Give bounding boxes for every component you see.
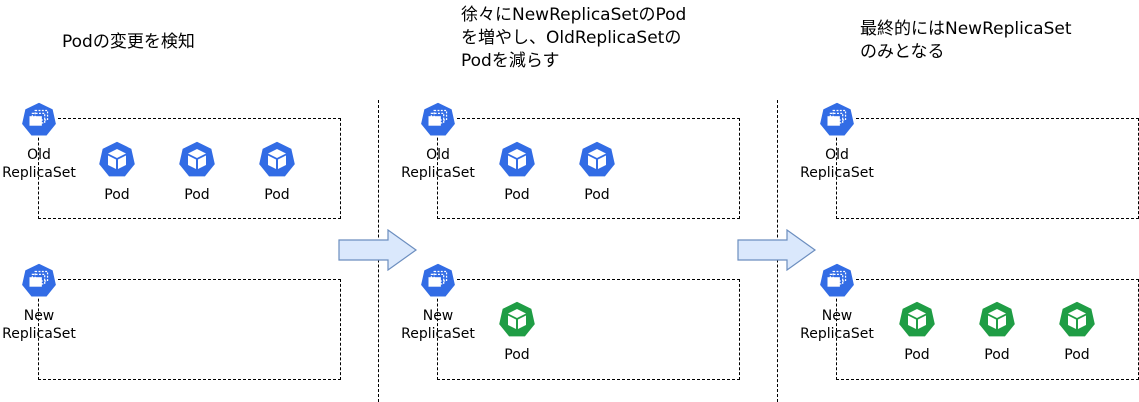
pod-label: Pod	[504, 347, 530, 363]
new-replicaset-label: New ReplicaSet	[2, 308, 76, 342]
pod-label: Pod	[264, 187, 290, 203]
pod-icon	[1057, 300, 1097, 340]
pod-label: Pod	[1064, 347, 1090, 363]
old-replicaset-label: Old ReplicaSet	[401, 147, 475, 181]
pod-label: Pod	[104, 187, 130, 203]
replicaset-icon	[818, 101, 856, 139]
stage-3-title: 最終的にはNewReplicaSet のみとなる	[860, 19, 1072, 62]
new-replicaset-label: New ReplicaSet	[800, 308, 874, 342]
pod-icon	[97, 140, 137, 180]
pod-icon	[577, 140, 617, 180]
transition-arrow-icon	[737, 229, 817, 271]
transition-arrow-icon	[338, 229, 418, 271]
pod-icon	[177, 140, 217, 180]
replicaset-icon	[20, 262, 58, 300]
replicaset-icon	[419, 262, 457, 300]
new-replicaset-label: New ReplicaSet	[401, 308, 475, 342]
pod-icon	[257, 140, 297, 180]
new-replicaset-box	[437, 279, 740, 380]
pod-label: Pod	[904, 347, 930, 363]
replicaset-icon	[20, 101, 58, 139]
pod-icon	[977, 300, 1017, 340]
pod-label: Pod	[184, 187, 210, 203]
old-replicaset-box	[437, 118, 740, 219]
old-replicaset-box	[38, 118, 341, 219]
old-replicaset-label: Old ReplicaSet	[2, 147, 76, 181]
pod-label: Pod	[984, 347, 1010, 363]
old-replicaset-box	[836, 118, 1139, 219]
replicaset-icon	[818, 262, 856, 300]
pod-icon	[497, 300, 537, 340]
stage-1-title: Podの変更を検知	[62, 32, 195, 52]
pod-icon	[497, 140, 537, 180]
new-replicaset-box	[38, 279, 341, 380]
pod-label: Pod	[504, 187, 530, 203]
old-replicaset-label: Old ReplicaSet	[800, 147, 874, 181]
pod-label: Pod	[584, 187, 610, 203]
replicaset-icon	[419, 101, 457, 139]
pod-icon	[897, 300, 937, 340]
stage-2-title: 徐々にNewReplicaSetのPod を増やし、OldReplicaSetの…	[461, 5, 687, 71]
